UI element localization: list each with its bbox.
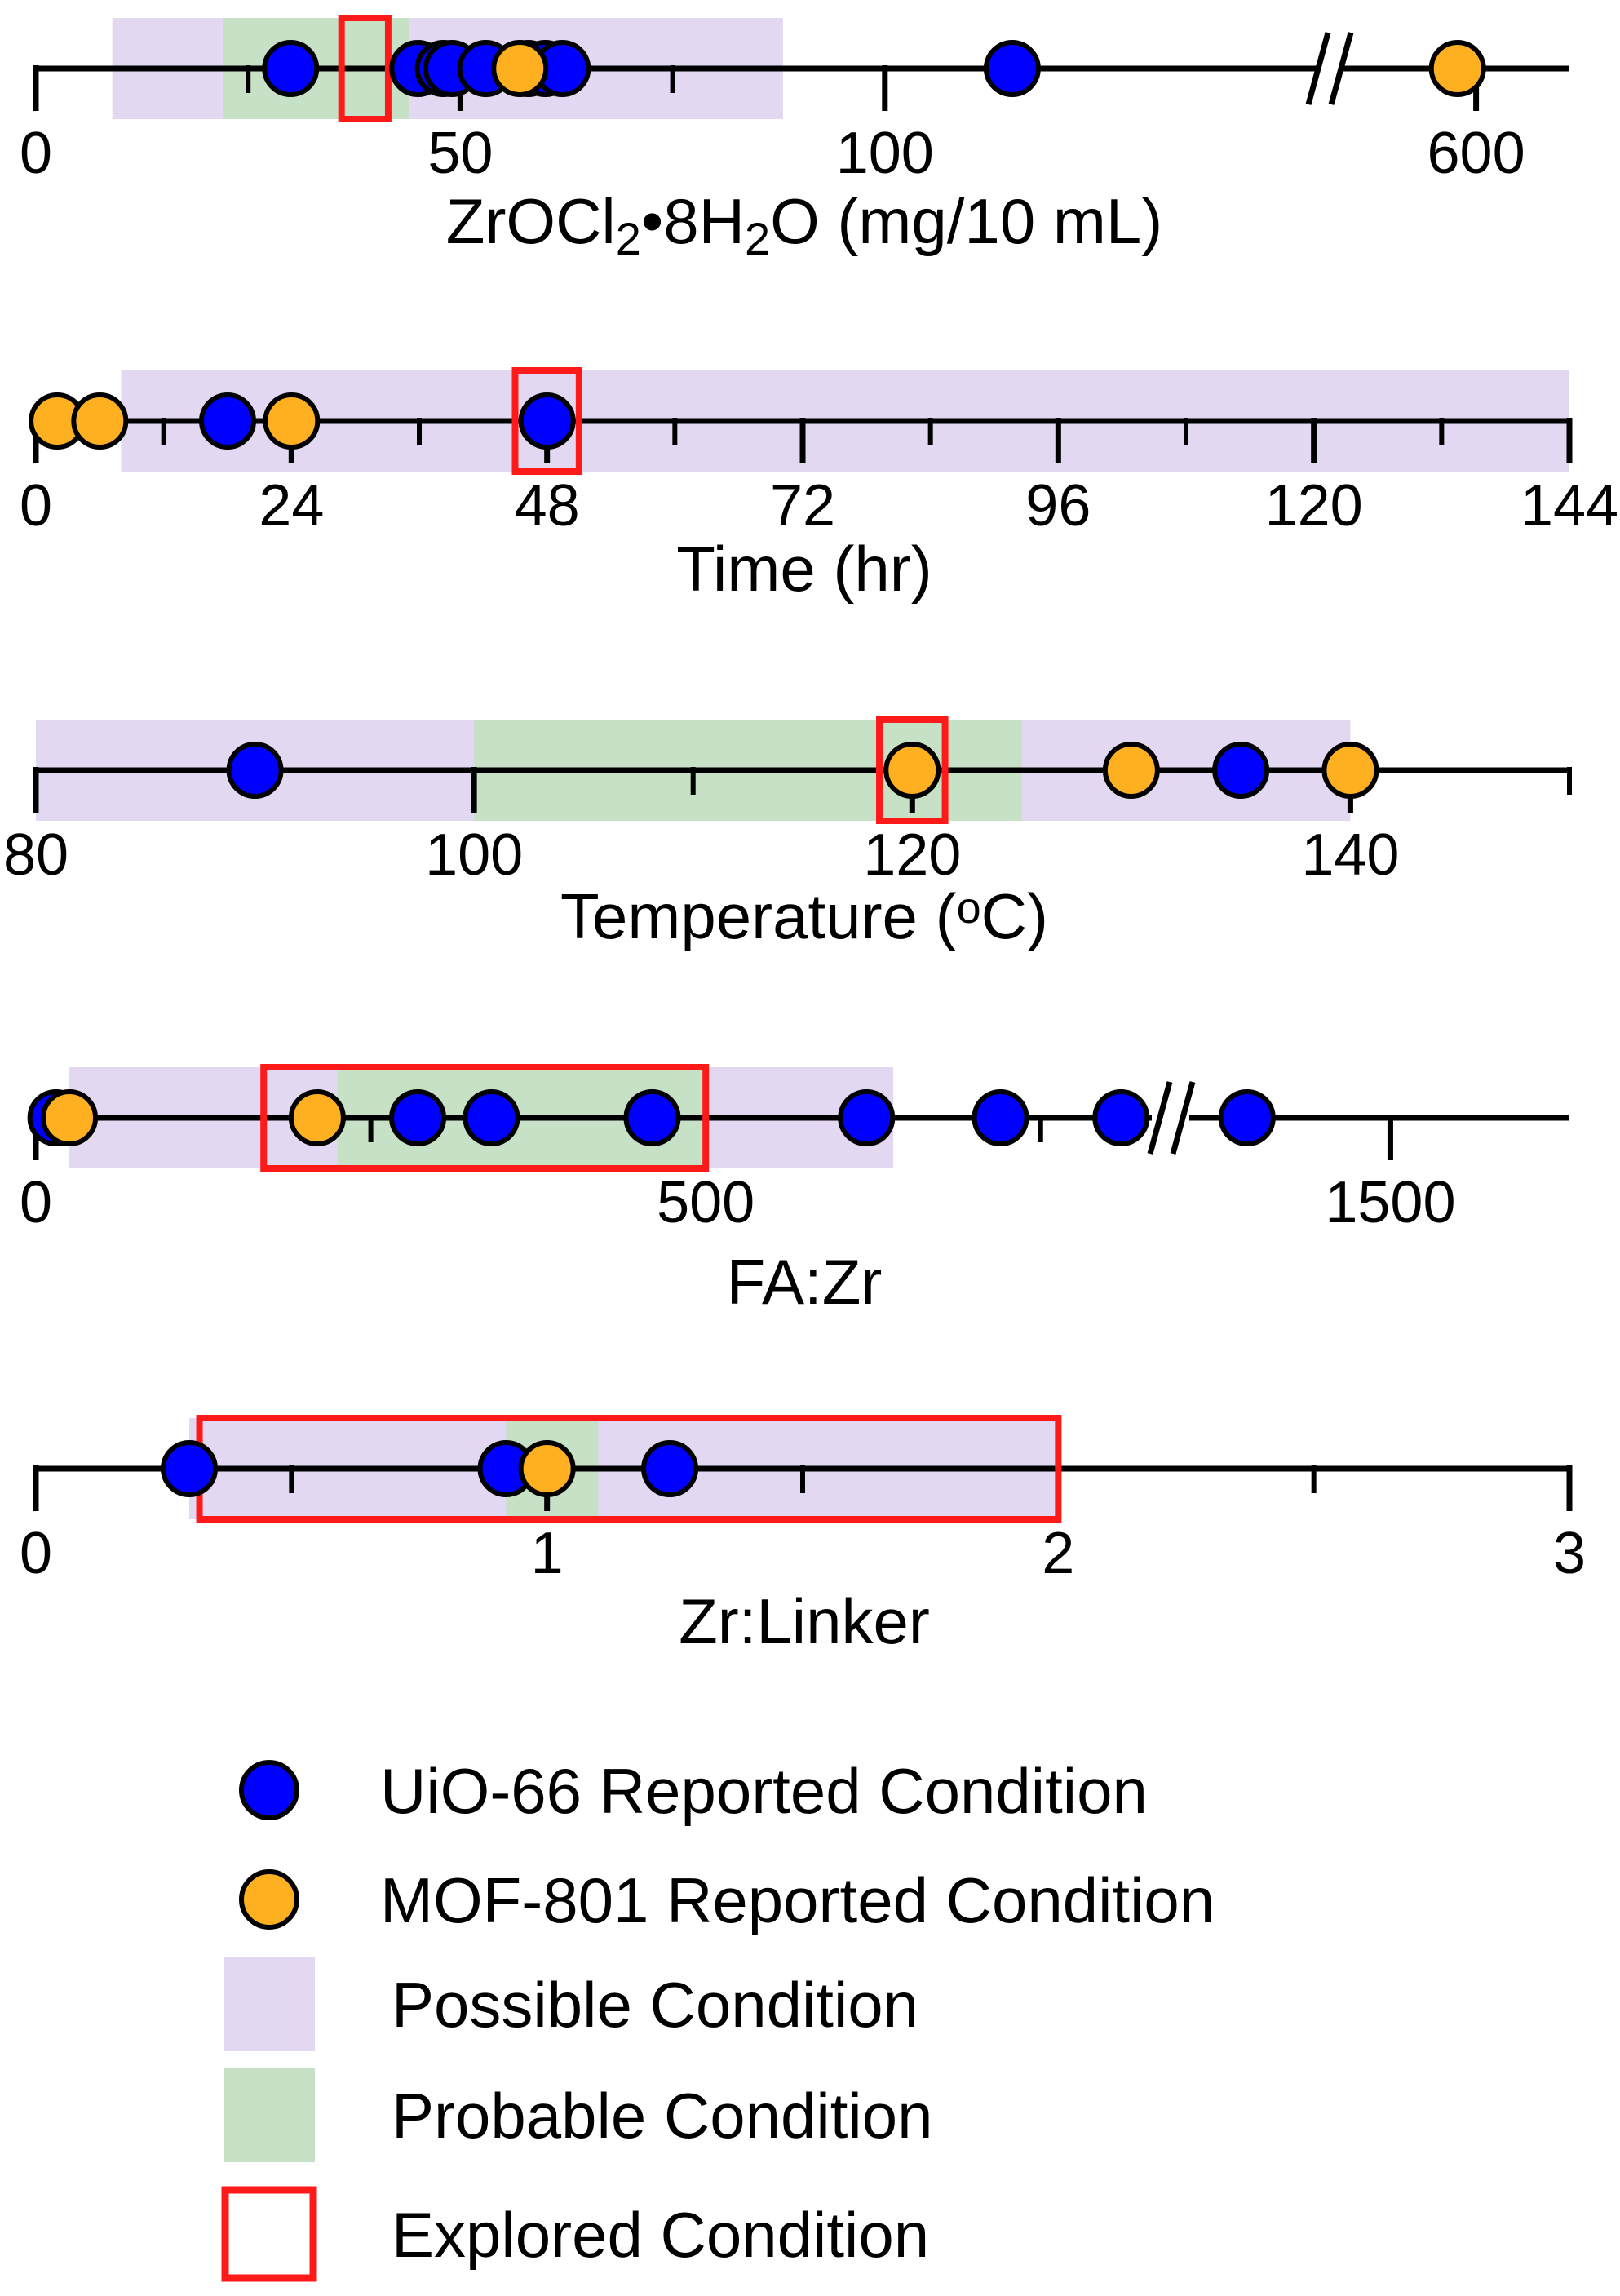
legend-label: MOF-801 Reported Condition	[380, 1864, 1215, 1936]
uio66-point	[161, 1440, 218, 1497]
uio66-point	[623, 1089, 681, 1146]
uio66-point	[389, 1089, 447, 1146]
axis-break-mark	[1147, 1081, 1173, 1155]
tick-label: 120	[863, 822, 961, 888]
tick-label: 1500	[1325, 1170, 1455, 1235]
green-square-swatch	[224, 2068, 315, 2162]
axis-break-mark	[1170, 1081, 1196, 1155]
blue-circle-marker	[239, 1760, 299, 1820]
mof801-point	[41, 1089, 99, 1146]
tick-label: 140	[1301, 822, 1399, 888]
tick-label: 3	[1553, 1521, 1586, 1586]
legend-label: Probable Condition	[392, 2080, 932, 2152]
uio66-point	[226, 742, 284, 799]
tick-label: 50	[427, 121, 493, 186]
legend-label: Possible Condition	[392, 1969, 918, 2041]
axis-break-mark	[1305, 32, 1331, 105]
mof801-point	[1102, 742, 1160, 799]
tick-label: 1	[531, 1521, 564, 1586]
tick-label: 0	[20, 473, 52, 539]
tick-label: 72	[770, 473, 835, 539]
axis-title: ZrOCl2•8H2O (mg/10 mL)	[446, 185, 1162, 264]
orange-circle-marker	[239, 1869, 299, 1930]
uio66-point	[641, 1440, 699, 1497]
tick-label: 0	[20, 121, 52, 186]
mof801-point	[1428, 40, 1486, 97]
tick-label: 100	[836, 121, 934, 186]
axis-break-mark	[1328, 32, 1354, 105]
uio66-point	[972, 1089, 1029, 1146]
uio66-point	[518, 392, 576, 450]
axis-title: Zr:Linker	[679, 1585, 930, 1657]
tick-label: 600	[1427, 121, 1525, 186]
mof801-point	[883, 742, 941, 799]
tick-label: 0	[20, 1521, 52, 1586]
uio66-point	[262, 40, 320, 97]
axis-title: Temperature (oC)	[560, 880, 1048, 952]
lavender-square-swatch	[224, 1957, 315, 2051]
tick-label: 120	[1265, 473, 1363, 539]
mof801-point	[71, 392, 129, 450]
explored-box	[260, 1064, 710, 1172]
tick-label: 0	[20, 1170, 52, 1235]
explored-box	[338, 15, 392, 122]
axis-title: Time (hr)	[676, 533, 932, 605]
uio66-point	[199, 392, 256, 450]
legend-label: Explored Condition	[392, 2199, 929, 2271]
axis-title: FA:Zr	[727, 1246, 883, 1318]
uio66-point	[983, 40, 1041, 97]
mof801-point	[263, 392, 321, 450]
explored-box	[876, 716, 949, 824]
tick-label: 48	[515, 473, 580, 539]
mof801-point	[1321, 742, 1379, 799]
uio66-point	[1092, 1089, 1150, 1146]
mof801-point	[518, 1440, 576, 1497]
red-outline-square	[221, 2186, 317, 2282]
tick-label: 500	[657, 1170, 755, 1235]
explored-box	[511, 367, 582, 475]
legend-label: UiO-66 Reported Condition	[380, 1755, 1148, 1827]
tick-label: 144	[1520, 473, 1618, 539]
mof801-point	[491, 40, 549, 97]
tick-label: 80	[3, 822, 69, 888]
uio66-point	[1212, 742, 1270, 799]
tick-label: 100	[425, 822, 523, 888]
tick-label: 2	[1042, 1521, 1074, 1586]
uio66-point	[838, 1089, 896, 1146]
uio66-point	[463, 1089, 520, 1146]
panel-zr-linker: 0 1 2 3Zr:Linker	[20, 1415, 1586, 1657]
tick-label: 96	[1025, 473, 1091, 539]
tick-label: 24	[259, 473, 324, 539]
mof801-point	[288, 1089, 346, 1146]
uio66-point	[1218, 1089, 1276, 1146]
